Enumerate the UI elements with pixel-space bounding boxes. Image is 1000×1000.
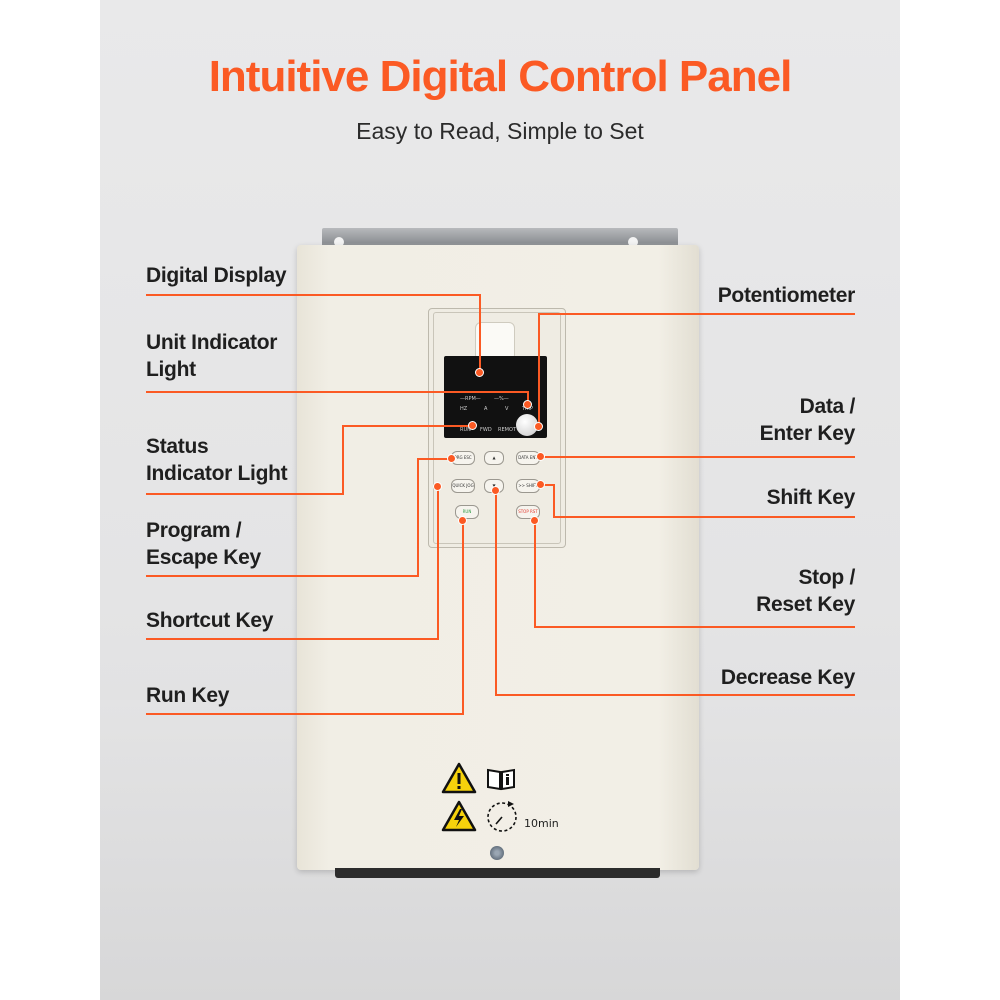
callout-dot: [534, 422, 543, 431]
key-label: RUN: [462, 509, 472, 514]
callout-line: [146, 575, 419, 577]
callout-line: [527, 391, 529, 404]
unit-percent: —%—: [494, 396, 509, 402]
callout-dot: [458, 516, 467, 525]
label-line: Light: [146, 358, 196, 381]
label-line: Data /: [799, 395, 856, 418]
label-line: Status: [146, 435, 209, 458]
page-title: Intuitive Digital Control Panel: [208, 52, 793, 101]
label-line: Reset Key: [756, 593, 855, 616]
callout-line: [146, 713, 464, 715]
callout-dot: [475, 368, 484, 377]
stop-reset-key[interactable]: STOP RST: [516, 505, 540, 519]
callout-line: [437, 486, 439, 640]
unit-a: A: [484, 406, 488, 412]
key-label: ▲: [492, 455, 496, 460]
callout-line: [538, 313, 540, 426]
callout-line: [342, 425, 472, 427]
label-line: Program /: [146, 519, 242, 542]
bracket-hole: [628, 237, 638, 247]
callout-line: [146, 493, 344, 495]
manual-book-icon: [487, 768, 515, 791]
callout-dot: [530, 516, 539, 525]
prg-esc-key[interactable]: PRG ESC: [451, 451, 475, 465]
label-line: Escape Key: [146, 546, 261, 569]
callout-dot: [523, 400, 532, 409]
label-shortcut-key: Shortcut Key: [146, 609, 274, 632]
left-margin: [0, 0, 100, 1000]
shift-key[interactable]: >> SHIFT: [516, 479, 540, 493]
callout-line: [553, 484, 555, 518]
bracket-hole: [334, 237, 344, 247]
timer-clock-icon: [487, 801, 517, 832]
key-label: >> SHIFT: [518, 483, 538, 488]
callout-line: [538, 313, 855, 315]
callout-dot: [536, 452, 545, 461]
page-subtitle: Easy to Read, Simple to Set: [356, 118, 644, 144]
key-label: PRG ESC: [454, 455, 472, 460]
unit-v: V: [505, 406, 509, 412]
label-digital-display: Digital Display: [146, 264, 287, 287]
keypad-bezel: [433, 312, 561, 544]
callout-dot: [536, 480, 545, 489]
callout-line: [534, 520, 536, 628]
label-program-escape: Program / Escape Key: [146, 517, 261, 571]
callout-line: [417, 458, 451, 460]
label-potentiometer: Potentiometer: [717, 284, 856, 307]
callout-dot: [447, 454, 456, 463]
electric-hazard-icon: [441, 800, 477, 832]
callout-dot: [468, 421, 477, 430]
callout-line: [555, 516, 855, 518]
callout-line: [462, 520, 464, 715]
status-run: RUN: [460, 427, 471, 433]
callout-line: [495, 694, 855, 696]
label-data-enter: Data / Enter Key: [759, 393, 856, 447]
label-unit-indicator: Unit Indicator Light: [146, 329, 277, 383]
unit-hz: HZ: [460, 406, 468, 412]
status-remot: REMOT: [498, 427, 516, 433]
quick-jog-key[interactable]: QUICK JOG: [451, 479, 475, 493]
callout-line: [146, 391, 529, 393]
label-stop-reset: Stop / Reset Key: [756, 564, 855, 618]
callout-line: [417, 458, 419, 577]
callout-line: [534, 626, 855, 628]
enclosure-base: [335, 868, 660, 878]
callout-line: [540, 456, 855, 458]
label-run-key: Run Key: [146, 684, 230, 707]
label-line: Unit Indicator: [146, 331, 278, 354]
label-line: Stop /: [798, 566, 855, 589]
cover-screw: [490, 846, 504, 860]
potentiometer-knob[interactable]: [516, 414, 538, 436]
right-margin: [900, 0, 1000, 1000]
caution-triangle-icon: [441, 762, 477, 794]
callout-dot: [433, 482, 442, 491]
run-key[interactable]: RUN: [455, 505, 479, 519]
key-label: DATA ENT: [518, 455, 538, 460]
label-shift-key: Shift Key: [766, 486, 856, 509]
key-label: STOP RST: [518, 509, 538, 514]
label-line: Indicator Light: [146, 462, 288, 485]
callout-line: [540, 484, 555, 486]
callout-line: [479, 294, 481, 372]
keypad-release-tab[interactable]: [475, 322, 515, 358]
increase-key[interactable]: ▲: [484, 451, 504, 465]
label-status-indicator: Status Indicator Light: [146, 433, 288, 487]
status-trip: TRIP: [522, 406, 534, 412]
key-label: ▼: [492, 483, 495, 488]
unit-rpm: —RPM—: [460, 396, 481, 402]
label-line: Enter Key: [759, 422, 856, 445]
status-fwd: FWD: [480, 427, 492, 433]
callout-line: [146, 638, 439, 640]
callout-line: [342, 425, 344, 495]
callout-dot: [491, 486, 500, 495]
label-decrease-key: Decrease Key: [720, 666, 855, 689]
callout-line: [146, 294, 480, 296]
discharge-time: 10min: [524, 817, 559, 830]
key-label: QUICK JOG: [452, 483, 474, 488]
callout-line: [495, 490, 497, 696]
